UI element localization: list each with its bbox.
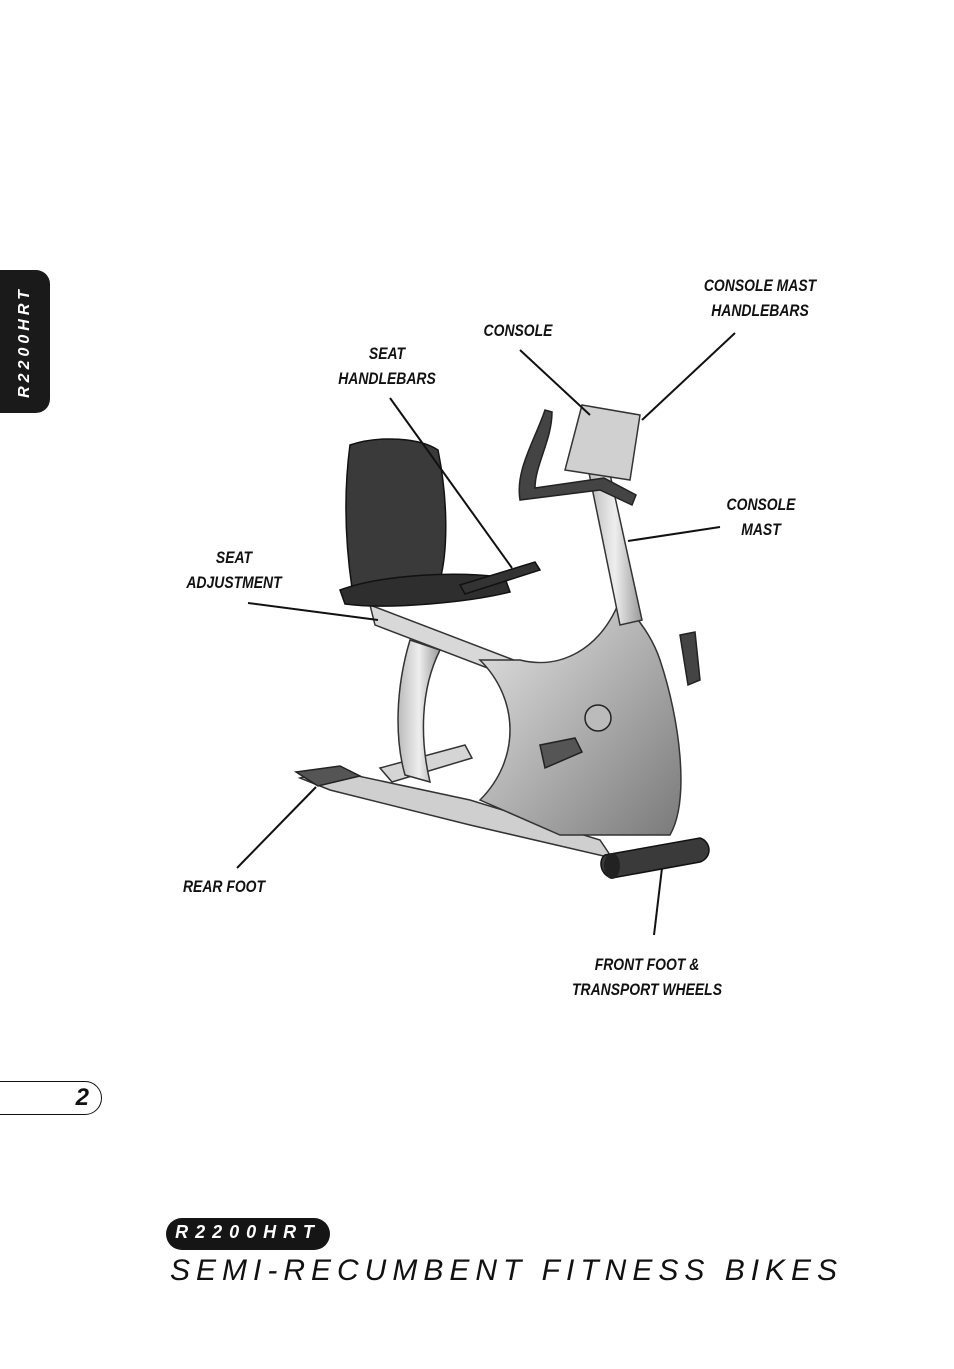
side-tab: R2200HRT xyxy=(0,270,50,413)
console-display xyxy=(564,404,641,481)
callout-front-foot: FRONT FOOT & TRANSPORT WHEELS xyxy=(571,955,722,999)
main-body-housing xyxy=(478,598,682,836)
console-mast-handlebars xyxy=(518,409,637,507)
callout-rear-foot: REAR FOOT xyxy=(182,877,266,896)
product-title: SEMI-RECUMBENT FITNESS BIKES xyxy=(170,1254,844,1287)
model-badge-label: R2200HRT xyxy=(175,1222,321,1242)
callout-console-mast: CONSOLE MAST xyxy=(726,495,796,539)
model-badge: R2200HRT xyxy=(166,1218,330,1250)
rear-support-tube xyxy=(397,639,442,784)
callout-seat-adjustment: SEAT ADJUSTMENT xyxy=(186,548,282,592)
front-foot xyxy=(600,837,710,879)
callout-seat-handlebars: SEAT HANDLEBARS xyxy=(338,344,436,388)
pedal-assembly xyxy=(539,704,612,770)
leader-lines xyxy=(236,332,736,936)
seat-handlebars xyxy=(458,561,542,595)
side-grip xyxy=(679,631,701,687)
callout-console-mast-handlebars: CONSOLE MAST HANDLEBARS xyxy=(703,276,817,320)
callout-console: CONSOLE xyxy=(483,321,553,340)
page-number-tab: 2 xyxy=(0,1081,102,1115)
page-number: 2 xyxy=(75,1084,89,1111)
seat-back xyxy=(345,438,447,589)
